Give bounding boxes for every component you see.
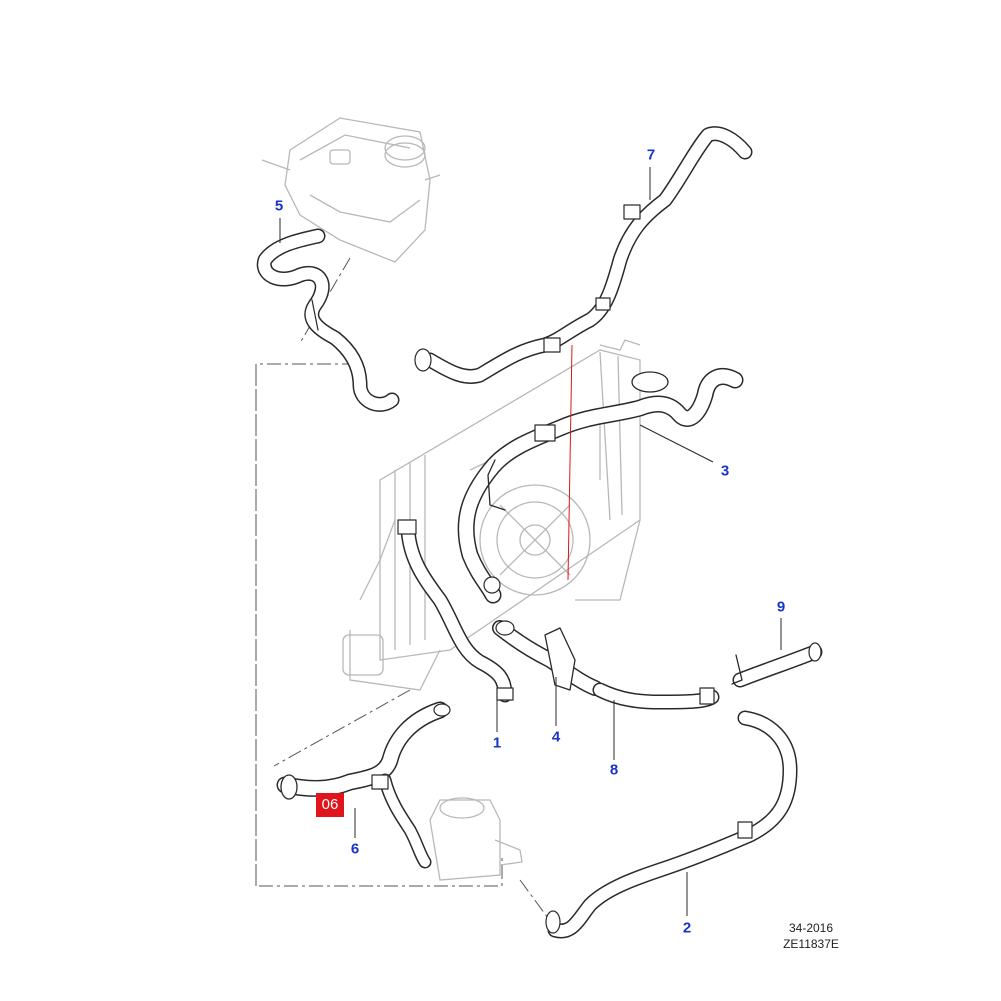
callout-1: 1 <box>492 734 502 752</box>
callout-6: 6 <box>350 840 360 858</box>
callout-7: 7 <box>646 146 656 164</box>
callout-2: 2 <box>682 919 692 937</box>
callout-4: 4 <box>551 728 561 746</box>
hose-8 <box>592 682 720 710</box>
hose-2 <box>545 710 798 939</box>
hose-7 <box>414 126 753 384</box>
highlight-line <box>567 344 573 581</box>
hose-9 <box>731 642 823 688</box>
reference-frame <box>255 257 549 919</box>
hose-line-art <box>256 126 823 939</box>
expansion-tank <box>261 117 441 263</box>
hose-1 <box>397 519 514 703</box>
leader-lines <box>279 167 782 916</box>
hose-4 <box>492 620 603 696</box>
callout-9: 9 <box>776 598 786 616</box>
callout-5: 5 <box>274 197 284 215</box>
coolant-pump <box>429 797 523 881</box>
callout-8: 8 <box>609 761 619 779</box>
hose-3 <box>457 368 744 604</box>
radiator-fan-module <box>342 339 641 691</box>
hose-6 <box>276 701 451 869</box>
part-badge: 06 <box>316 793 344 817</box>
drawing-id: ZE11837E <box>783 937 839 951</box>
hose-5 <box>256 228 400 412</box>
callout-3: 3 <box>720 462 730 480</box>
reference-code: 34-2016 <box>788 921 834 935</box>
